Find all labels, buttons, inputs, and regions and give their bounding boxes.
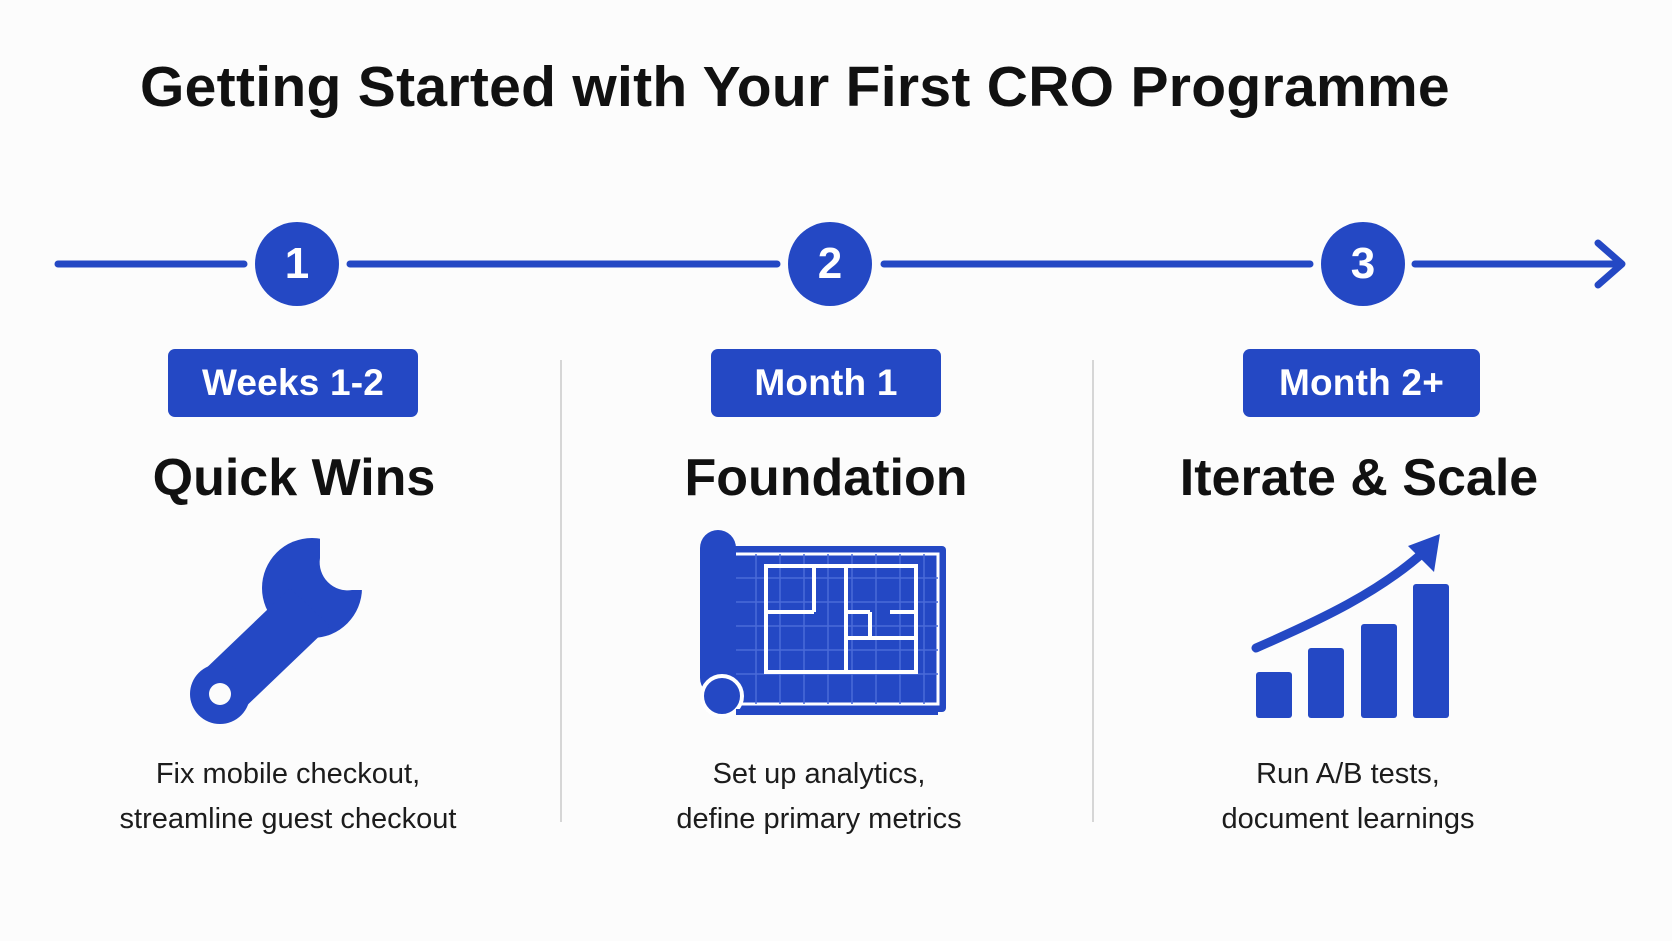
step-circle-2 [788,222,872,306]
step-circle-1 [255,222,339,306]
description-line: streamline guest checkout [119,803,457,835]
phase-title-1: Quick Wins [152,449,436,507]
phase-title-3: Iterate & Scale [1179,449,1539,507]
phase-description-2: Set up analytics, define primary metrics [559,752,1079,842]
wrench-icon [190,534,376,724]
description-line: document learnings [1221,803,1475,835]
phase-description-3: Run A/B tests, document learnings [1088,752,1608,842]
description-line: Run A/B tests, [1256,758,1440,790]
step-number-2: 2 [817,239,843,288]
description-line: Set up analytics, [712,758,926,790]
phase-description-1: Fix mobile checkout, streamline guest ch… [28,752,548,842]
step-circle-3 [1321,222,1405,306]
page-title: Getting Started with Your First CRO Prog… [140,55,1450,119]
timeline-arrow-icon [1594,239,1626,289]
description-line: Fix mobile checkout, [155,758,421,790]
blueprint-icon [700,530,946,718]
column-divider [560,360,562,822]
description-line: define primary metrics [676,803,962,835]
period-badge-1: Weeks 1-2 [168,349,418,417]
period-badge-2: Month 1 [711,349,941,417]
column-divider [1092,360,1094,822]
phase-title-2: Foundation [684,449,968,507]
period-badge-3: Month 2+ [1243,349,1480,417]
growth-chart-icon [1251,534,1449,718]
step-number-1: 1 [284,239,310,288]
step-number-3: 3 [1350,239,1376,288]
